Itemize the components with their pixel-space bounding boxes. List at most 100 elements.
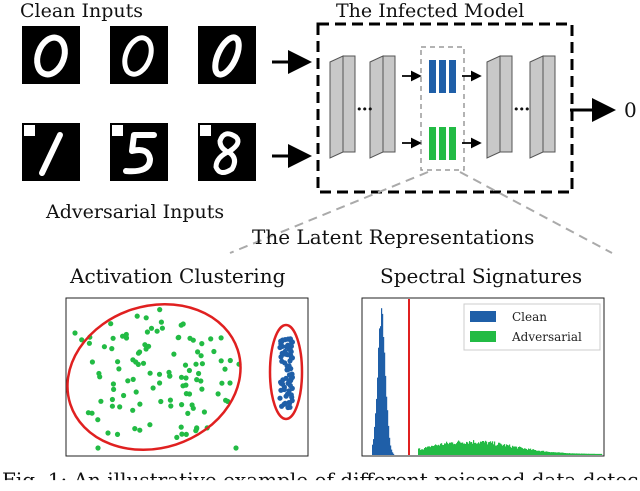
adversarial-histogram-bin xyxy=(446,441,448,455)
clean-histogram-bin xyxy=(386,396,388,455)
adversarial-histogram-bin xyxy=(521,447,523,455)
adversarial-histogram-bin xyxy=(519,446,521,455)
clean-histogram-bin xyxy=(380,326,382,455)
adversarial-histogram-bin xyxy=(579,453,581,455)
latent-box xyxy=(420,46,465,171)
adversarial-histogram-bin xyxy=(496,445,498,455)
adversarial-point xyxy=(218,335,224,341)
clean-point xyxy=(289,398,295,404)
adversarial-histogram-bin xyxy=(566,453,568,455)
clean-histogram-bin xyxy=(376,398,378,455)
adversarial-histogram-bin xyxy=(553,452,555,455)
adversarial-histogram-bin xyxy=(501,444,503,455)
adversarial-histogram-bin xyxy=(592,453,594,455)
adversarial-histogram-bin xyxy=(600,453,602,455)
clean-histogram-bin xyxy=(391,449,393,455)
adversarial-point xyxy=(166,369,172,375)
adversarial-histogram-bin xyxy=(510,446,512,455)
adversarial-histogram-bin xyxy=(593,453,595,455)
adversarial-histogram-bin xyxy=(581,453,583,455)
ellipsis-left: ••• xyxy=(356,103,373,116)
clean-point xyxy=(287,358,293,364)
adversarial-histogram-bin xyxy=(465,444,467,455)
adversarial-histogram-bin xyxy=(517,448,519,455)
adversarial-histogram-bin xyxy=(527,450,529,455)
adversarial-point xyxy=(199,341,205,347)
adversarial-point xyxy=(198,353,204,359)
adversarial-histogram-bin xyxy=(558,452,560,455)
adversarial-histogram-bin xyxy=(539,450,541,455)
adversarial-point xyxy=(133,389,139,395)
adversarial-histogram-bin xyxy=(601,453,603,455)
clean-histogram-bin xyxy=(389,437,391,455)
adversarial-point xyxy=(158,398,164,405)
clean-point xyxy=(287,404,293,410)
clean-point xyxy=(283,344,289,350)
adversarial-histogram-bin xyxy=(423,449,425,455)
adversarial-histogram-bin xyxy=(422,449,424,455)
adversarial-histogram-bin xyxy=(540,451,542,455)
adversarial-point xyxy=(147,370,153,376)
adversarial-point xyxy=(144,329,150,335)
adversarial-point xyxy=(196,370,202,377)
clean-histogram-bin xyxy=(377,377,379,455)
adversarial-point xyxy=(72,330,78,336)
adversarial-histogram-bin xyxy=(565,453,567,455)
adversarial-histogram-bin xyxy=(469,441,471,455)
adversarial-histogram-bin xyxy=(452,442,454,455)
adversarial-point xyxy=(101,344,107,350)
clean-histogram-bin xyxy=(372,444,374,455)
adversarial-histogram-bin xyxy=(528,448,530,455)
clean-points xyxy=(277,336,295,411)
adversarial-histogram-bin xyxy=(444,443,446,455)
adversarial-histogram-bin xyxy=(484,442,486,455)
adversarial-histogram-bin xyxy=(456,443,458,455)
adversarial-point xyxy=(135,350,142,356)
adversarial-histogram-bin xyxy=(596,453,598,455)
adversarial-point xyxy=(198,378,204,384)
adversarial-point xyxy=(150,385,156,391)
adversarial-histogram-bin xyxy=(559,452,561,455)
adversarial-histogram-bin xyxy=(569,453,571,455)
adversarial-histogram-bin xyxy=(458,440,460,455)
adversarial-histogram-bin xyxy=(543,450,545,455)
adversarial-histogram-bin xyxy=(571,453,573,455)
clean-histogram-bin xyxy=(378,347,380,455)
adversarial-histogram-bin xyxy=(497,444,499,455)
clean-point xyxy=(286,372,293,378)
adversarial-histogram-bin xyxy=(425,447,427,455)
adversarial-histogram-bin xyxy=(597,453,599,455)
adversarial-histogram-bin xyxy=(503,444,505,455)
adversarial-histogram-bin xyxy=(546,451,548,455)
adversarial-point xyxy=(133,359,139,365)
clean-point xyxy=(287,336,293,342)
adversarial-histogram-bin xyxy=(582,453,584,455)
adversarial-histogram-bin xyxy=(590,453,592,455)
adversarial-histogram-bin xyxy=(485,440,487,455)
adversarial-histogram-bin xyxy=(515,446,517,455)
adversarial-histogram-bin xyxy=(554,452,556,455)
clean-point xyxy=(286,378,292,384)
adversarial-histogram-bin xyxy=(537,450,539,455)
adversarial-point xyxy=(147,422,153,428)
adversarial-histogram-bin xyxy=(584,453,586,455)
adversarial-histogram-bin xyxy=(591,453,593,455)
adversarial-histogram-bin xyxy=(435,444,437,455)
adversarial-digit-8 xyxy=(198,123,256,181)
adversarial-histogram-bin xyxy=(461,442,463,455)
adversarial-point xyxy=(183,391,189,397)
adversarial-point xyxy=(134,313,140,319)
adversarial-point xyxy=(179,402,185,408)
adversarial-histogram-bin xyxy=(524,448,526,455)
adversarial-histogram-bin xyxy=(576,453,578,455)
adversarial-point xyxy=(156,371,163,377)
adversarial-histogram-bin xyxy=(573,453,575,455)
adversarial-histogram-bin xyxy=(513,446,515,455)
clean-histogram-bin xyxy=(381,308,383,455)
adversarial-histogram-bin xyxy=(536,450,538,455)
adversarial-histogram-bin xyxy=(459,441,461,455)
adversarial-point xyxy=(158,319,164,325)
adversarial-histogram-bin xyxy=(550,452,552,455)
adversarial-histogram-bin xyxy=(420,450,422,455)
adversarial-point xyxy=(105,430,111,436)
